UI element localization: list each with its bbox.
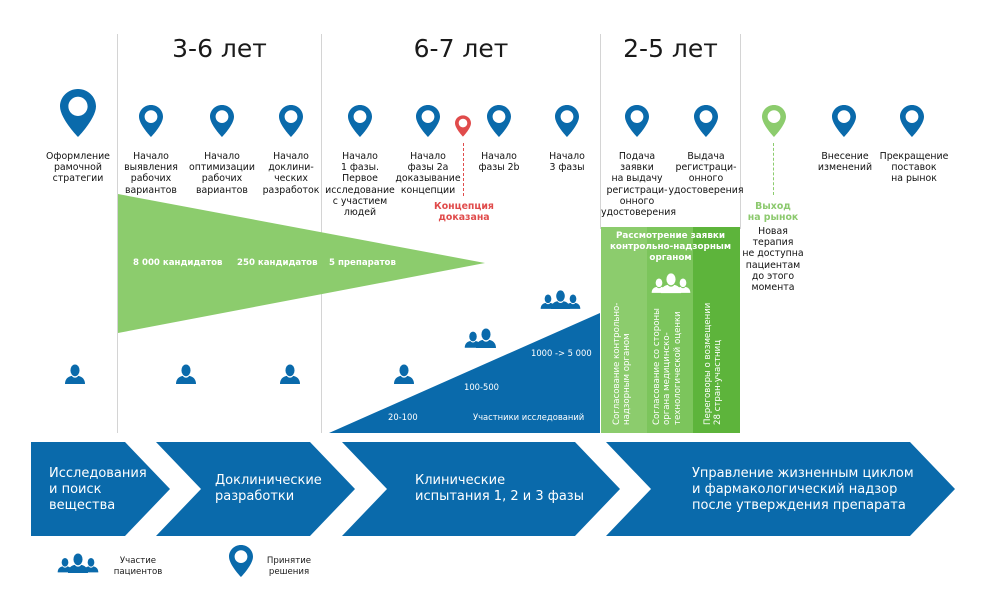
milestone-label: Подача заявки на выдачу регистраци- онно… bbox=[601, 151, 676, 219]
milestone-label: Внесение изменений bbox=[817, 151, 873, 174]
milestone-label: Начало доклини- ческих разработок bbox=[262, 151, 320, 196]
participants-level: 1000 -> 5 000 bbox=[531, 348, 592, 358]
milestone-label: Начало фазы 2а доказывание концепции bbox=[395, 151, 461, 196]
market-entry-label: Выход на рынок bbox=[747, 201, 799, 224]
divider-line bbox=[600, 34, 601, 229]
stage-arrow bbox=[342, 442, 620, 536]
participants-level: 20-100 bbox=[388, 412, 418, 422]
milestone-label: Выдача регистраци- онного удостоверения bbox=[668, 151, 744, 196]
stage-label: Доклинические разработки bbox=[215, 473, 322, 504]
stage-label: Клинические испытания 1, 2 и 3 фазы bbox=[415, 473, 584, 504]
participants-level: 100-500 bbox=[464, 382, 499, 392]
funnel-label: 8 000 кандидатов bbox=[133, 258, 223, 268]
funnel-label: 5 препаратов bbox=[329, 258, 396, 268]
regulatory-column bbox=[693, 227, 740, 433]
milestone-label: Оформление рамочной стратегии bbox=[46, 151, 110, 185]
legend-label: Участие пациентов bbox=[113, 556, 163, 577]
period-heading: 3-6 лет bbox=[172, 34, 267, 63]
regulatory-column bbox=[647, 227, 693, 433]
market-entry-note: Новая терапия не доступна пациентам до э… bbox=[742, 226, 804, 294]
stage-label: Исследования и поиск вещества bbox=[49, 466, 147, 513]
map-pin-icon bbox=[229, 545, 253, 577]
period-heading: 2-5 лет bbox=[623, 34, 718, 63]
period-heading: 6-7 лет bbox=[413, 34, 509, 63]
stage-arrow bbox=[156, 442, 355, 536]
stage-arrow bbox=[606, 442, 955, 536]
milestone-label: Начало оптимизации рабочих вариантов bbox=[189, 151, 255, 196]
regulatory-title: Рассмотрение заявки контрольно-надзорным… bbox=[609, 231, 732, 263]
stage-label: Управление жизненным циклом и фармаколог… bbox=[692, 466, 914, 513]
dashed-connector bbox=[463, 143, 464, 196]
divider-line bbox=[740, 34, 741, 229]
milestone-label: Начало выявления рабочих вариантов bbox=[124, 151, 178, 196]
funnel-label: 250 кандидатов bbox=[237, 258, 318, 268]
participants-triangle bbox=[329, 313, 600, 433]
milestone-label: Начало 3 фазы bbox=[549, 151, 585, 174]
stage-arrow bbox=[31, 442, 170, 536]
milestone-label: Начало фазы 2b bbox=[478, 151, 520, 174]
divider-line bbox=[117, 34, 118, 433]
concept-proven-label: Концепция доказана bbox=[434, 201, 494, 224]
patients-group-icon bbox=[57, 553, 99, 575]
legend-label: Принятие решения bbox=[266, 556, 312, 577]
funnel-shape bbox=[118, 194, 485, 333]
legend: Участие пациентов Принятие решения bbox=[0, 540, 400, 600]
regulatory-column bbox=[601, 227, 647, 433]
dashed-connector bbox=[773, 143, 774, 195]
participants-caption: Участники исследований bbox=[473, 412, 585, 422]
milestone-label: Прекращение поставок на рынок bbox=[879, 151, 949, 185]
milestone-label: Начало 1 фазы. Первое исследование с уча… bbox=[325, 151, 395, 219]
